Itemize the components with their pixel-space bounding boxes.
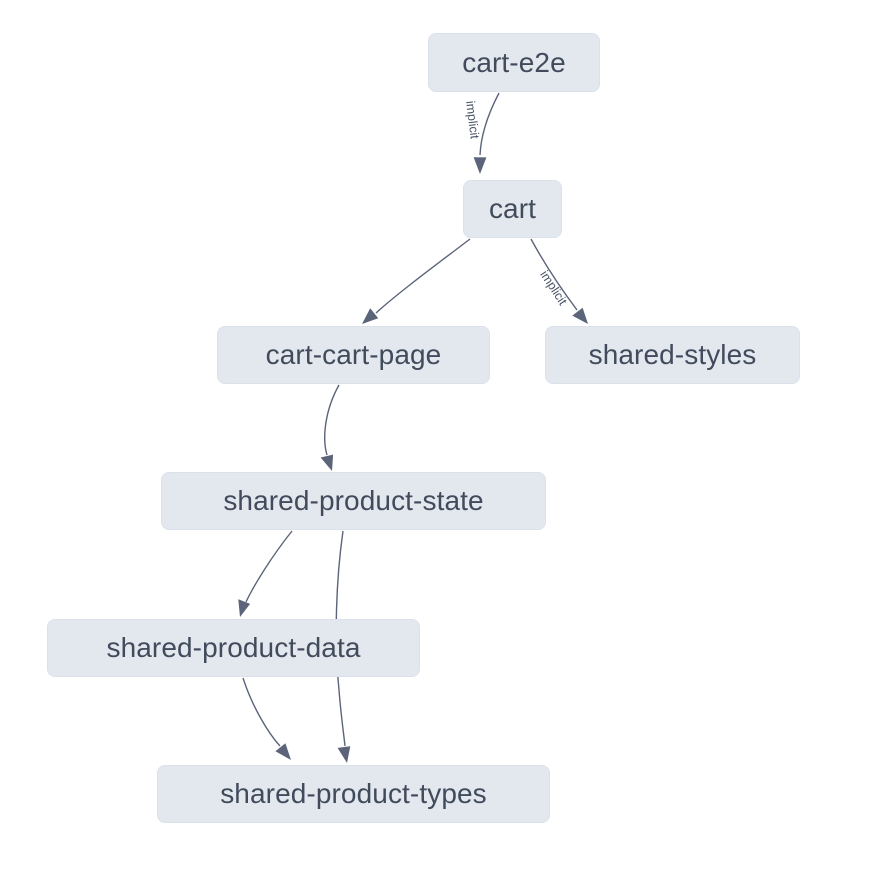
edge-line: [324, 384, 340, 456]
arrowhead-icon: [320, 454, 334, 471]
node-cart-e2e[interactable]: cart-e2e: [428, 33, 600, 92]
edge-line: [479, 92, 500, 156]
edge-shared-product-state-to-shared-product-data: [238, 530, 293, 617]
edge-line: [375, 238, 471, 314]
edge-cart-to-cart-cart-page: [362, 238, 471, 324]
edge-line: [245, 530, 293, 603]
arrowhead-icon: [572, 307, 588, 324]
node-shared-product-state[interactable]: shared-product-state: [161, 472, 546, 530]
edge-line: [530, 238, 578, 311]
edge-cart-to-shared-styles: [530, 238, 588, 324]
arrowhead-icon: [473, 157, 487, 174]
node-cart[interactable]: cart: [463, 180, 562, 238]
node-cart-cart-page[interactable]: cart-cart-page: [217, 326, 490, 384]
node-shared-product-types[interactable]: shared-product-types: [157, 765, 550, 823]
edge-shared-product-data-to-shared-product-types: [242, 677, 291, 760]
arrowhead-icon: [238, 599, 251, 617]
edge-line: [242, 677, 281, 747]
arrowhead-icon: [275, 743, 291, 760]
arrowhead-icon: [362, 308, 379, 324]
arrowhead-icon: [337, 746, 351, 763]
node-shared-styles[interactable]: shared-styles: [545, 326, 800, 384]
node-shared-product-data[interactable]: shared-product-data: [47, 619, 420, 677]
edge-cart-cart-page-to-shared-product-state: [320, 384, 340, 471]
edge-cart-e2e-to-cart: [473, 92, 500, 174]
